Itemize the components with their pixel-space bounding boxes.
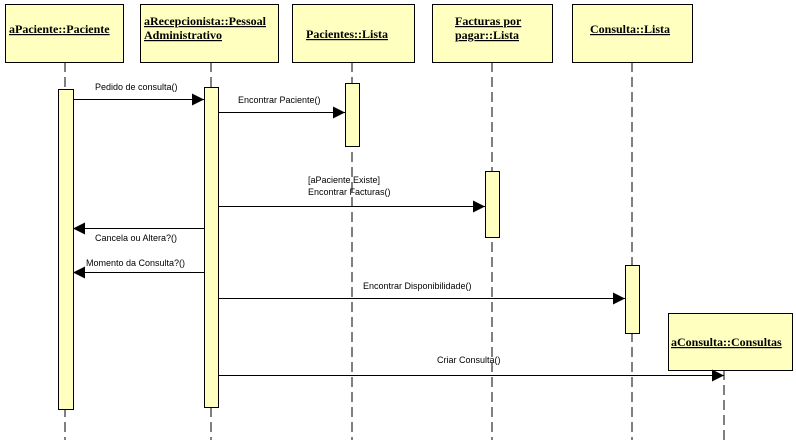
object-label: Administrativo <box>144 28 222 42</box>
object-paciente[interactable]: aPaciente::Paciente <box>5 4 124 63</box>
object-label: aRecepcionista::Pessoal <box>144 14 267 28</box>
object-box[interactable] <box>668 313 793 371</box>
object-label: pagar::Lista <box>455 28 519 42</box>
object-consulta-lista[interactable]: Consulta::Lista <box>572 4 693 63</box>
message-label: Encontrar Disponibilidade() <box>363 281 472 291</box>
activation-pacientes-lista <box>345 83 360 147</box>
message-label: Pedido de consulta() <box>95 82 178 92</box>
message-criar[interactable]: Criar Consulta() <box>218 355 724 382</box>
message-label: Encontrar Paciente() <box>238 95 321 105</box>
activation-facturas <box>485 171 500 238</box>
object-label: Pacientes::Lista <box>306 27 388 41</box>
object-label: aPaciente::Paciente <box>9 22 110 36</box>
object-box[interactable] <box>432 4 553 63</box>
message-cancela[interactable]: Cancela ou Altera?() <box>73 222 204 244</box>
message-disponibilidade[interactable]: Encontrar Disponibilidade() <box>218 281 625 305</box>
message-label: [aPaciente Existe] <box>308 175 380 185</box>
message-label: Momento da Consulta?() <box>86 258 185 268</box>
object-consulta[interactable]: aConsulta::Consultas <box>668 313 793 371</box>
message-pedido[interactable]: Pedido de consulta() <box>73 82 204 106</box>
message-label: Encontrar Facturas() <box>308 187 391 197</box>
object-label: aConsulta::Consultas <box>671 335 782 349</box>
message-encontrar-paciente[interactable]: Encontrar Paciente() <box>218 95 345 119</box>
activation-consulta-lista <box>625 265 640 334</box>
activation-paciente <box>58 89 74 410</box>
object-box[interactable] <box>572 4 693 63</box>
message-label: Cancela ou Altera?() <box>95 233 177 243</box>
object-label: Consulta::Lista <box>590 22 670 36</box>
activation-recepcionista <box>204 87 219 408</box>
object-pacientes-lista[interactable]: Pacientes::Lista <box>292 4 415 63</box>
object-box[interactable] <box>140 4 279 63</box>
object-box[interactable] <box>292 4 415 63</box>
message-encontrar-facturas[interactable]: [aPaciente Existe] Encontrar Facturas() <box>218 175 485 213</box>
message-momento[interactable]: Momento da Consulta?() <box>73 258 204 279</box>
object-label: Facturas por <box>455 14 522 28</box>
object-box[interactable] <box>5 4 124 63</box>
message-label: Criar Consulta() <box>437 355 501 365</box>
